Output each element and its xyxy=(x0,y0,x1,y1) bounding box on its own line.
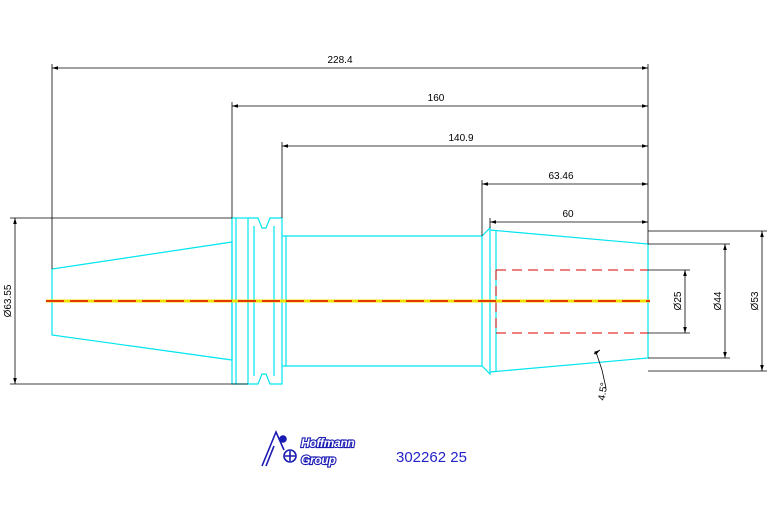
hoffmann-group-logo: Hoffmann Group xyxy=(261,429,356,468)
dim-diameter-bore: Ø25 xyxy=(673,291,684,310)
dim-length-140: 140.9 xyxy=(448,133,473,144)
dim-diameter-nose: Ø44 xyxy=(713,291,724,310)
hidden-bore xyxy=(495,269,648,334)
dim-length-63: 63.46 xyxy=(548,171,573,182)
dim-length-60: 60 xyxy=(562,209,574,220)
dim-diameter-flange: Ø63.55 xyxy=(3,284,14,317)
logo-mark-icon xyxy=(261,429,297,467)
logo-line2: Group xyxy=(301,453,336,467)
horizontal-dimensions xyxy=(51,64,649,269)
vertical-dimensions xyxy=(10,217,767,389)
logo-line1: Hoffmann xyxy=(301,436,354,450)
dim-angle: 4.5° xyxy=(597,382,611,402)
dim-overall-length: 228.4 xyxy=(327,55,352,66)
dim-length-160: 160 xyxy=(428,93,445,104)
part-number: 302262 25 xyxy=(396,449,467,466)
dim-diameter-outer: Ø53 xyxy=(750,291,761,310)
